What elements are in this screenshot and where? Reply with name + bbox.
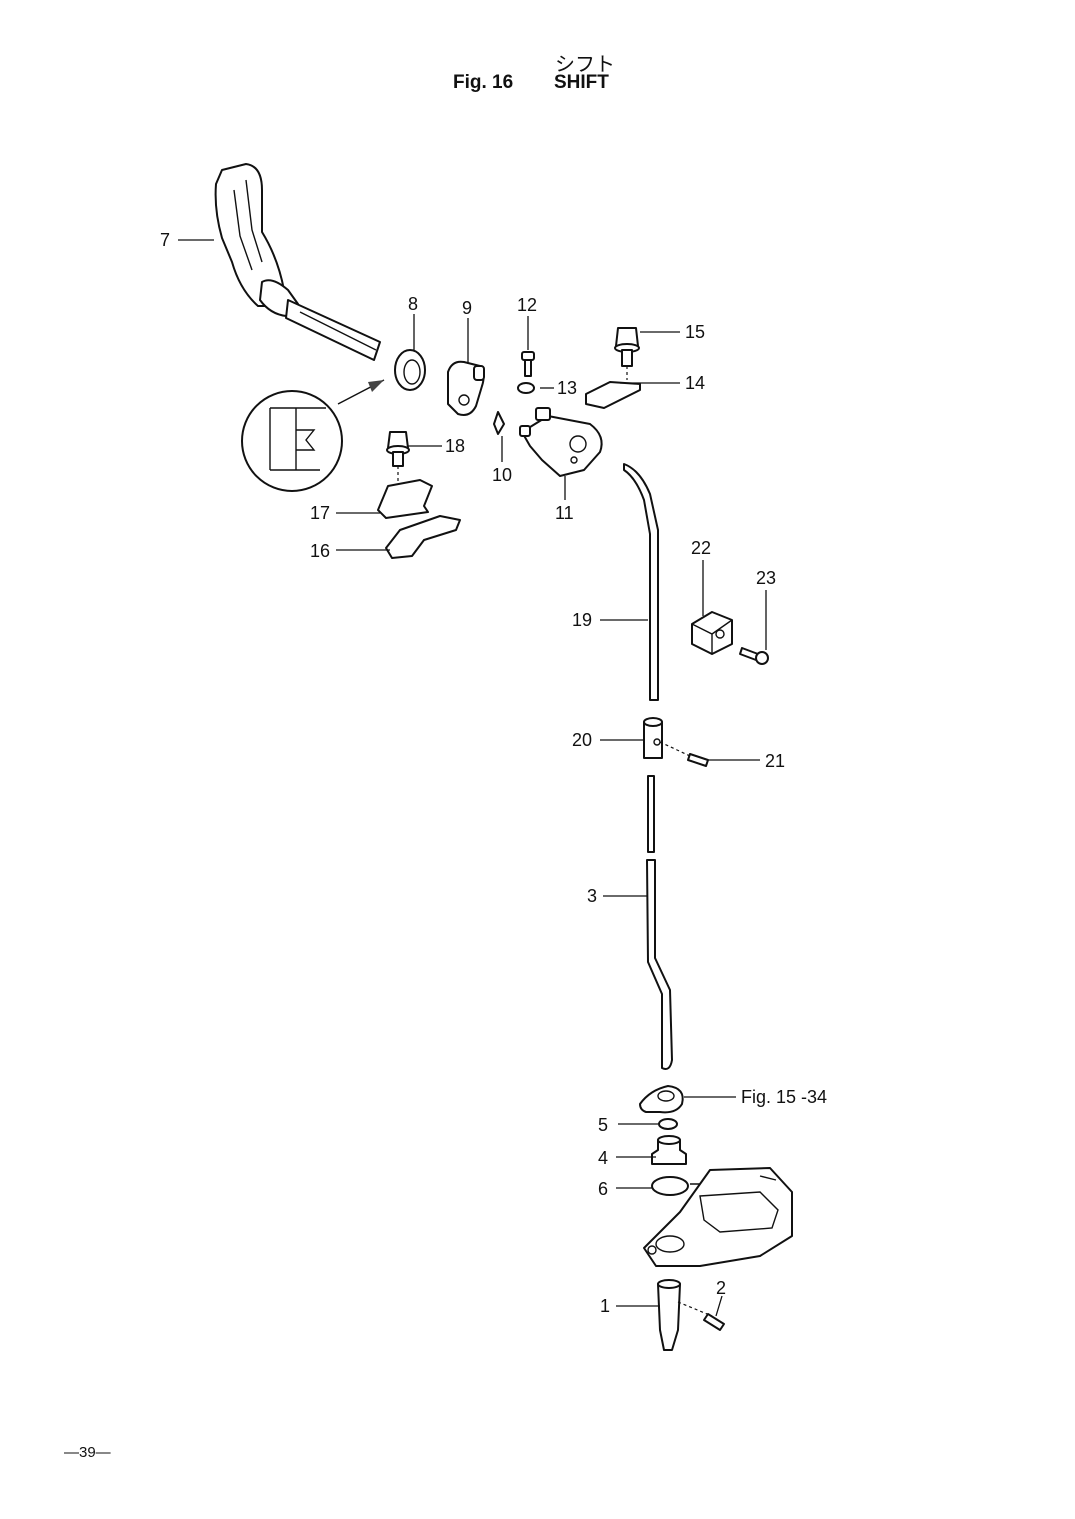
callout-13: 13 bbox=[557, 378, 577, 398]
callout-6: 6 bbox=[598, 1179, 608, 1199]
part-16-bracket bbox=[385, 515, 461, 559]
part-9-lever-arm bbox=[447, 360, 485, 416]
part-18-bolt bbox=[386, 431, 410, 492]
part-21-pin bbox=[687, 753, 709, 767]
part-20-coupler bbox=[643, 717, 691, 759]
part-3-shift-rod bbox=[646, 775, 673, 1070]
page-number: —39— bbox=[64, 1444, 111, 1461]
part-2-pin bbox=[703, 1313, 725, 1331]
callout-21: 21 bbox=[765, 751, 785, 771]
detail-inset bbox=[241, 379, 385, 492]
part-22-block bbox=[691, 611, 733, 655]
callout-12: 12 bbox=[517, 295, 537, 315]
callout-11: 11 bbox=[555, 503, 574, 523]
part-5-o-ring bbox=[658, 1118, 678, 1130]
callout-8: 8 bbox=[408, 294, 418, 314]
part-15-bolt bbox=[614, 327, 640, 380]
callout-19: 19 bbox=[572, 610, 592, 630]
callout-22: 22 bbox=[691, 538, 711, 558]
callout-7: 7 bbox=[160, 230, 170, 250]
figure-title-japanese: シフト bbox=[555, 52, 615, 76]
part-fig15-34-gasket bbox=[639, 1085, 684, 1114]
callout-9: 9 bbox=[462, 298, 472, 318]
callout-2: 2 bbox=[716, 1278, 726, 1298]
part-10-clip bbox=[493, 411, 505, 435]
part-8-seal bbox=[394, 349, 426, 391]
leader-lines bbox=[178, 239, 767, 1317]
callout-labels: 7 8 9 12 13 15 14 18 10 11 17 16 22 23 1… bbox=[160, 230, 827, 1316]
callout-10: 10 bbox=[492, 465, 512, 485]
callout-5: 5 bbox=[598, 1115, 608, 1135]
callout-fig15-34: Fig. 15 -34 bbox=[741, 1087, 827, 1107]
part-gearcase-housing bbox=[643, 1167, 793, 1267]
figure-number: Fig. 16 bbox=[453, 72, 514, 93]
callout-14: 14 bbox=[685, 373, 705, 393]
callout-20: 20 bbox=[572, 730, 592, 750]
part-19-shift-rod bbox=[623, 463, 659, 701]
part-1-shift-cam bbox=[657, 1279, 713, 1351]
callout-18: 18 bbox=[445, 436, 465, 456]
part-4-bushing bbox=[651, 1135, 687, 1165]
callout-4: 4 bbox=[598, 1148, 608, 1168]
callout-3: 3 bbox=[587, 886, 597, 906]
figure-title-english: SHIFT bbox=[554, 72, 609, 93]
part-shift-lever bbox=[214, 163, 381, 361]
part-12-screw bbox=[521, 351, 535, 377]
callout-17: 17 bbox=[310, 503, 330, 523]
callout-23: 23 bbox=[756, 568, 776, 588]
callout-1: 1 bbox=[600, 1296, 610, 1316]
part-11-cam-housing bbox=[519, 407, 603, 477]
part-17-bracket bbox=[377, 479, 433, 519]
part-6-o-ring bbox=[651, 1176, 689, 1196]
callout-15: 15 bbox=[685, 322, 705, 342]
part-13-washer bbox=[517, 382, 535, 394]
part-23-screw bbox=[739, 647, 769, 665]
callout-16: 16 bbox=[310, 541, 330, 561]
part-14-plate bbox=[585, 381, 641, 409]
